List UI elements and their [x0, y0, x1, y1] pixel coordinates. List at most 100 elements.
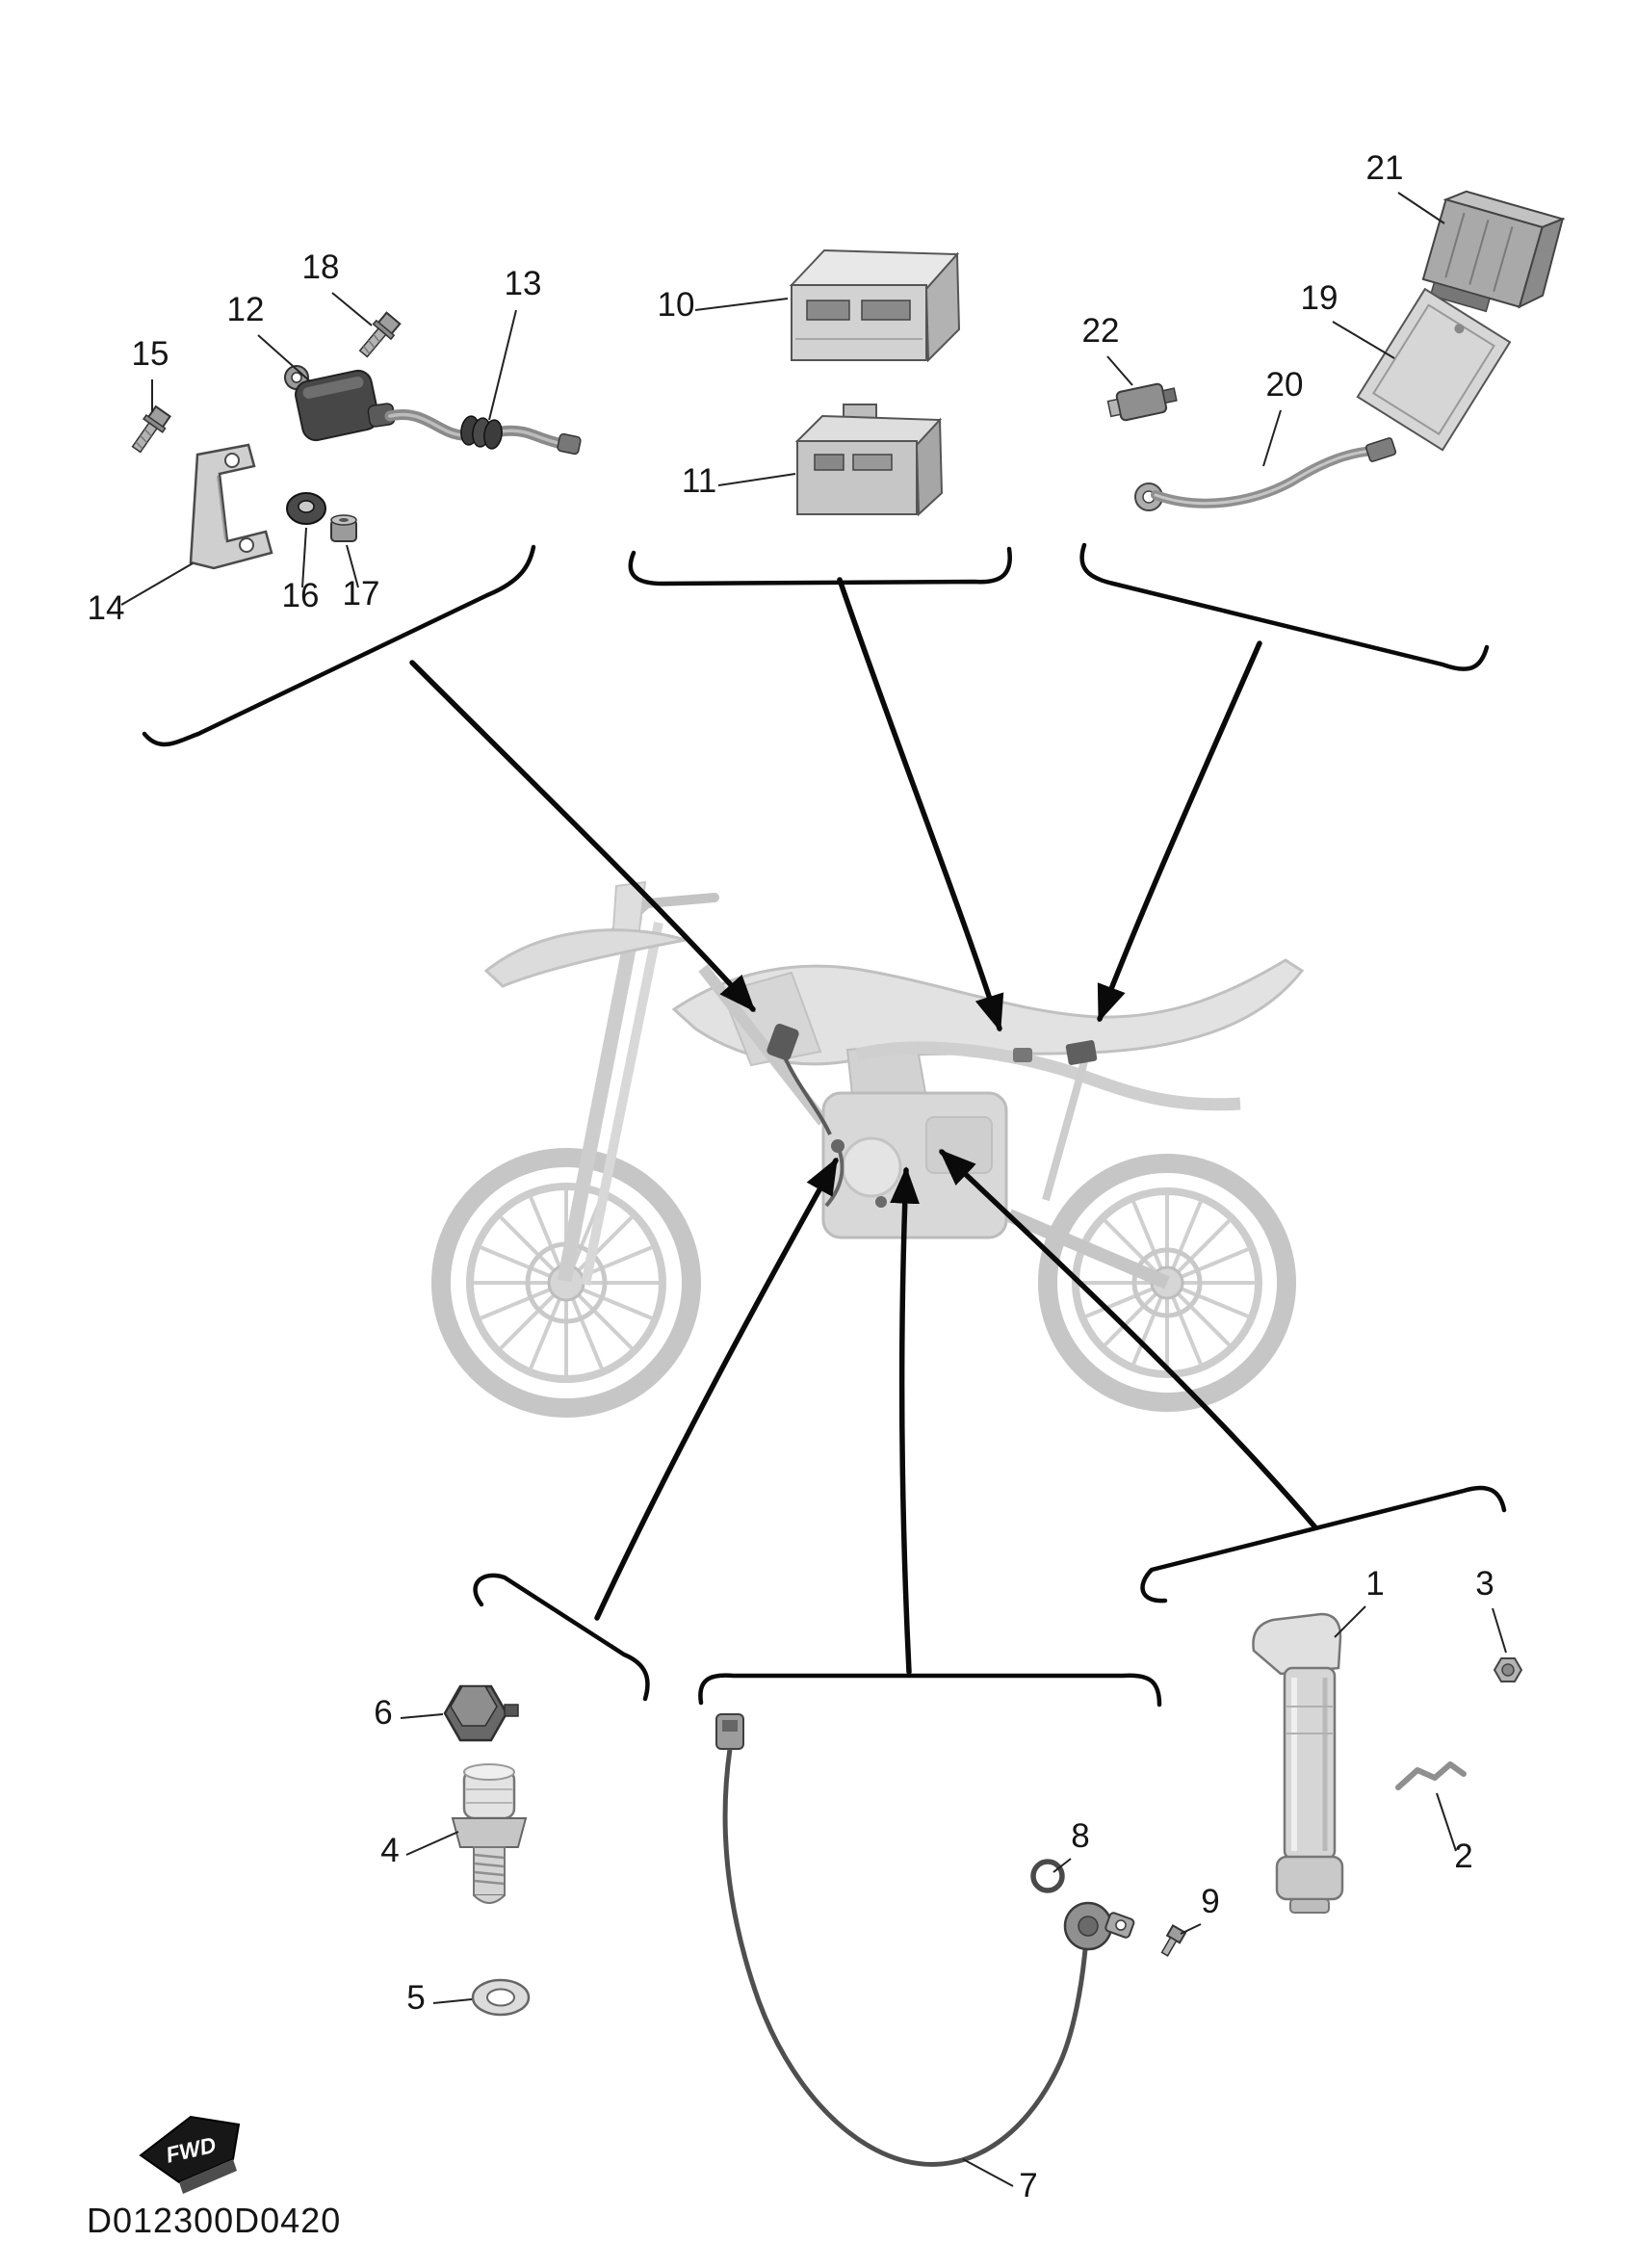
- fwd-direction-marker: FWD: [139, 2115, 241, 2194]
- part-label-7: 7: [1019, 2167, 1037, 2204]
- callout-20: 20: [1262, 366, 1304, 467]
- callout-9: 9: [1180, 1883, 1220, 1935]
- part-label-5: 5: [406, 1979, 425, 2017]
- part-11-relay: [794, 404, 944, 517]
- callout-2: 2: [1436, 1792, 1473, 1875]
- part-label-6: 6: [374, 1694, 392, 1732]
- part-label-20: 20: [1266, 366, 1304, 404]
- callout-6: 6: [374, 1694, 444, 1732]
- pointer-arrow-top-right: [1097, 640, 1262, 1023]
- swingarm: [1006, 1209, 1170, 1290]
- pointer-arrow-top-middle: [837, 577, 1004, 1032]
- leader-line: [962, 2158, 1014, 2187]
- on-bike-wiring: [767, 1023, 1098, 1208]
- part-label-10: 10: [658, 286, 695, 324]
- pointer-arrow-bottom-middle: [890, 1166, 921, 1675]
- leader-line: [400, 1713, 444, 1719]
- callout-10: 10: [658, 286, 789, 324]
- callout-16: 16: [282, 527, 320, 614]
- part-7-sensor-wire-assembly: [715, 1713, 1135, 2167]
- part-label-8: 8: [1071, 1817, 1089, 1855]
- callout-4: 4: [380, 1831, 459, 1869]
- part-1-spark-plug-cap: [1252, 1612, 1344, 1914]
- callout-21: 21: [1366, 149, 1445, 224]
- callout-3: 3: [1475, 1565, 1507, 1654]
- part-12-ignition-coil: [284, 365, 582, 456]
- fwd-arrow-icon: [139, 2115, 241, 2184]
- motorcycle-illustration: [431, 880, 1305, 1418]
- leader-line: [1436, 1792, 1457, 1852]
- part-22-sensor-connector: [1106, 382, 1178, 422]
- group-bracket-bottom-right: [1140, 1485, 1507, 1603]
- callout-15: 15: [132, 335, 169, 412]
- leader-line: [1262, 409, 1282, 467]
- part-3-nut: [1493, 1657, 1523, 1682]
- pointer-arrow-bottom-right: [939, 1149, 1318, 1530]
- part-label-4: 4: [380, 1832, 399, 1869]
- part-label-11: 11: [682, 462, 716, 500]
- leader-line: [1492, 1607, 1507, 1654]
- diagram-code: D012300D0420: [87, 2201, 341, 2240]
- callouts: 15 12 18 13 14 16 17 10: [88, 149, 1507, 2204]
- fwd-arrow-shadow: [179, 2159, 237, 2194]
- part-19-unit-plate: [1356, 287, 1512, 452]
- group-bracket-bottom-left: [473, 1573, 650, 1702]
- part-label-16: 16: [282, 577, 320, 614]
- part-label-12: 12: [227, 291, 265, 328]
- part-15-flange-bolt: [131, 404, 171, 454]
- callout-13: 13: [488, 265, 542, 421]
- part-label-14: 14: [88, 589, 125, 627]
- part-label-18: 18: [302, 248, 340, 286]
- part-4-coolant-temp-sensor: [451, 1763, 528, 1904]
- part-16-damper-grommet: [286, 492, 326, 525]
- leader-line: [405, 1831, 459, 1856]
- callout-22: 22: [1082, 312, 1133, 386]
- part-14-bracket: [189, 443, 273, 570]
- callout-14: 14: [88, 562, 194, 627]
- leader-line: [120, 562, 194, 606]
- engine: [821, 1042, 1008, 1239]
- group-bracket-top-middle: [628, 546, 1012, 587]
- front-fork: [557, 880, 719, 1286]
- part-21-control-unit: [1421, 190, 1566, 313]
- group-bracket-top-left: [142, 544, 536, 747]
- leader-line: [694, 298, 789, 311]
- callout-12: 12: [227, 291, 311, 382]
- pointer-arrow-top-left: [409, 660, 756, 1012]
- leader-line: [1106, 355, 1133, 386]
- callout-17: 17: [343, 544, 380, 613]
- part-18-flange-bolt: [358, 311, 402, 358]
- leader-line: [1334, 1605, 1366, 1638]
- callout-18: 18: [302, 248, 373, 326]
- callout-8: 8: [1052, 1817, 1090, 1873]
- part-label-22: 22: [1082, 312, 1120, 350]
- part-label-9: 9: [1201, 1883, 1219, 1920]
- rear-shock: [1042, 1053, 1090, 1202]
- callout-11: 11: [682, 462, 796, 500]
- leader-line: [346, 544, 359, 588]
- leader-line: [257, 334, 311, 382]
- leader-line: [1397, 192, 1445, 224]
- leader-line: [1180, 1923, 1202, 1935]
- part-6-sensor-cap: [443, 1684, 519, 1742]
- group-bracket-top-right: [1079, 542, 1490, 671]
- leader-line: [432, 1998, 473, 2004]
- part-20-sensor-lead: [1134, 437, 1397, 511]
- part-label-2: 2: [1454, 1838, 1472, 1875]
- callout-19: 19: [1301, 279, 1395, 359]
- part-label-19: 19: [1301, 279, 1338, 317]
- part-10-ecu-unit: [789, 248, 961, 363]
- part-label-21: 21: [1366, 149, 1404, 187]
- part-8-o-ring: [1030, 1859, 1065, 1893]
- part-label-17: 17: [343, 575, 380, 613]
- part-label-1: 1: [1365, 1565, 1384, 1603]
- front-wheel: [431, 1148, 701, 1418]
- leader-line: [1332, 321, 1395, 359]
- part-2-retainer-clip: [1395, 1761, 1467, 1790]
- part-label-13: 13: [505, 265, 542, 302]
- pointer-arrow-bottom-left: [594, 1157, 839, 1621]
- callout-5: 5: [406, 1979, 473, 2017]
- leader-line: [331, 292, 373, 326]
